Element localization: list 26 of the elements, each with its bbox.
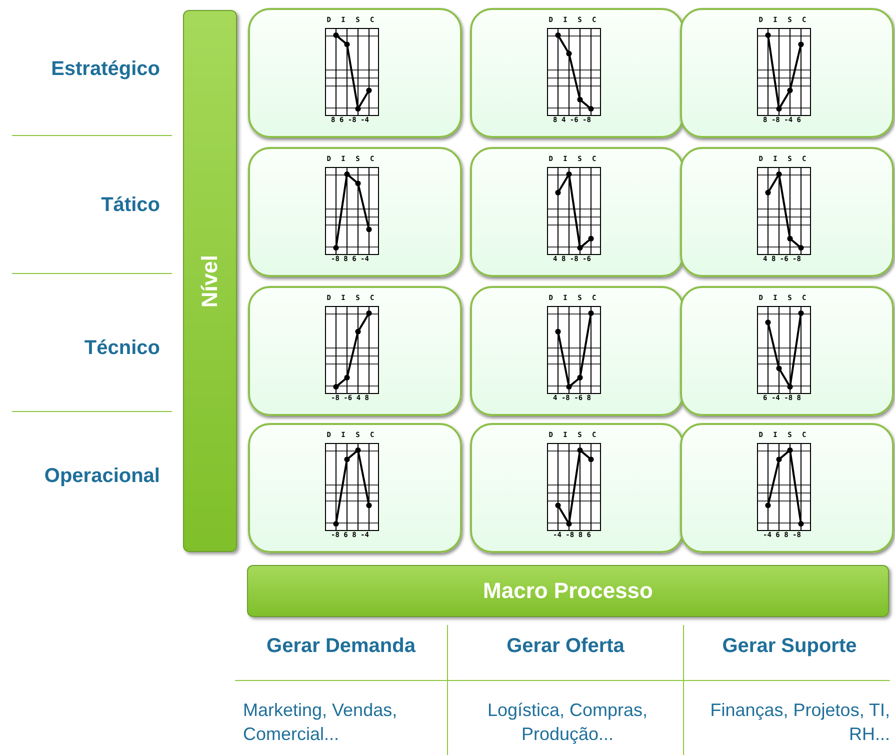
profile-card: [248, 423, 462, 553]
row-label: Estratégico: [50, 58, 160, 81]
profile-card: [470, 147, 684, 277]
profile-card: [680, 423, 894, 553]
column-header: Gerar Suporte: [721, 635, 858, 658]
row-label: Técnico: [83, 337, 160, 360]
profile-card: [248, 286, 462, 416]
column-header: Gerar Oferta: [506, 635, 626, 658]
column-text: Marketing, Vendas, Comercial...: [243, 699, 398, 746]
level-bar: [183, 10, 237, 552]
bar-label: Macro Processo: [483, 578, 653, 604]
bar-label: Nível: [197, 254, 223, 308]
column-text: Logística, Compras, Produção...: [486, 699, 649, 746]
profile-card: [470, 286, 684, 416]
profile-card: [470, 8, 684, 138]
column-header: Gerar Demanda: [266, 635, 417, 658]
row-label: Operacional: [43, 465, 160, 488]
profile-card: [680, 147, 894, 277]
column-text: Finanças, Projetos, TI, RH...: [709, 699, 890, 746]
process-bar: [247, 565, 889, 617]
row-label: Tático: [100, 194, 160, 217]
profile-card: [680, 286, 894, 416]
profile-card: [248, 147, 462, 277]
profile-card: [680, 8, 894, 138]
profile-card: [248, 8, 462, 138]
profile-card: [470, 423, 684, 553]
